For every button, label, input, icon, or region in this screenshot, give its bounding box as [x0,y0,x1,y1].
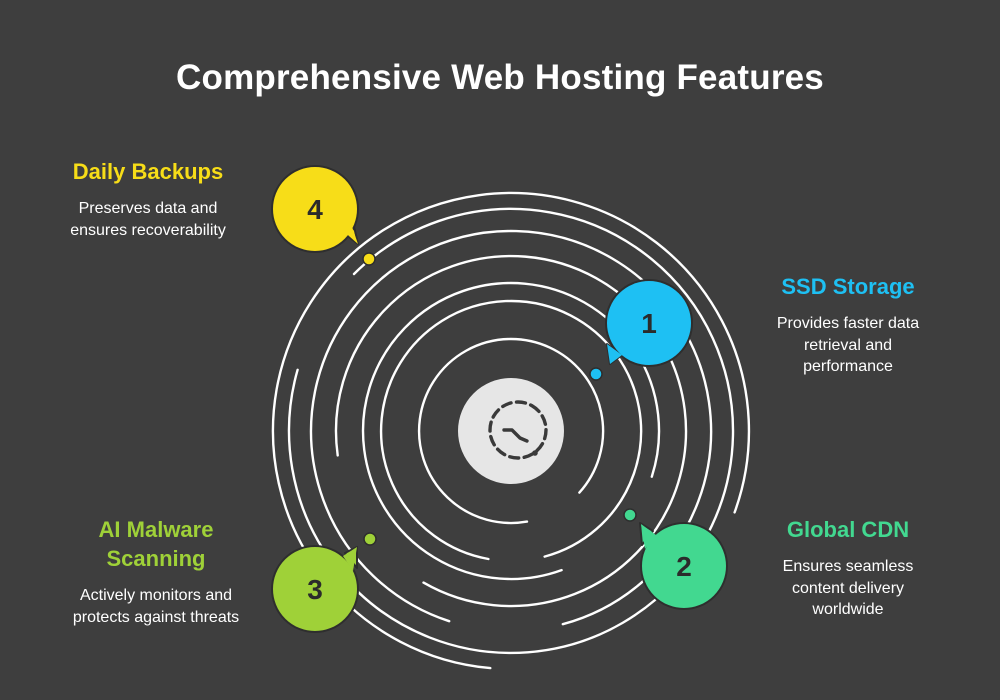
orbit-arc-1 [417,337,605,525]
feature-ssd-storage: SSD Storage Provides faster data retriev… [728,272,968,378]
feature-description: Preserves data and ensures recoverabilit… [70,200,226,239]
orbit-arc-5 [309,229,713,626]
center-hub [458,378,564,484]
backups-connector-dot [362,252,376,266]
history-clock-icon [488,400,548,460]
cdn-connector-dot [623,508,637,522]
orbit-arc-2 [379,299,643,561]
feature-title: Daily Backups [72,159,224,184]
cdn-badge-number: 2 [676,551,692,582]
ssd-badge-number: 1 [641,308,657,339]
backups-badge-number: 4 [307,194,323,225]
feature-title: SSD Storage [781,274,915,299]
feature-title: AI Malware Scanning [98,517,214,571]
backups-badge: 4 [271,165,359,253]
cdn-badge: 2 [639,522,728,610]
malware-badge: 3 [271,545,359,633]
feature-global-cdn: Global CDN Ensures seamless content deli… [728,515,968,621]
malware-connector-dot [363,532,377,546]
ssd-badge: 1 [605,279,693,367]
feature-title: Global CDN [786,517,910,542]
feature-description: Provides faster data retrieval and perfo… [776,315,920,375]
feature-ai-malware-scanning: AI Malware Scanning Actively monitors an… [36,515,276,628]
feature-description: Ensures seamless content delivery worldw… [782,558,914,618]
ssd-connector-dot [589,367,603,381]
feature-daily-backups: Daily Backups Preserves data and ensures… [28,157,268,241]
malware-badge-number: 3 [307,574,323,605]
page-title: Comprehensive Web Hosting Features [176,58,824,97]
feature-description: Actively monitors and protects against t… [72,587,240,626]
